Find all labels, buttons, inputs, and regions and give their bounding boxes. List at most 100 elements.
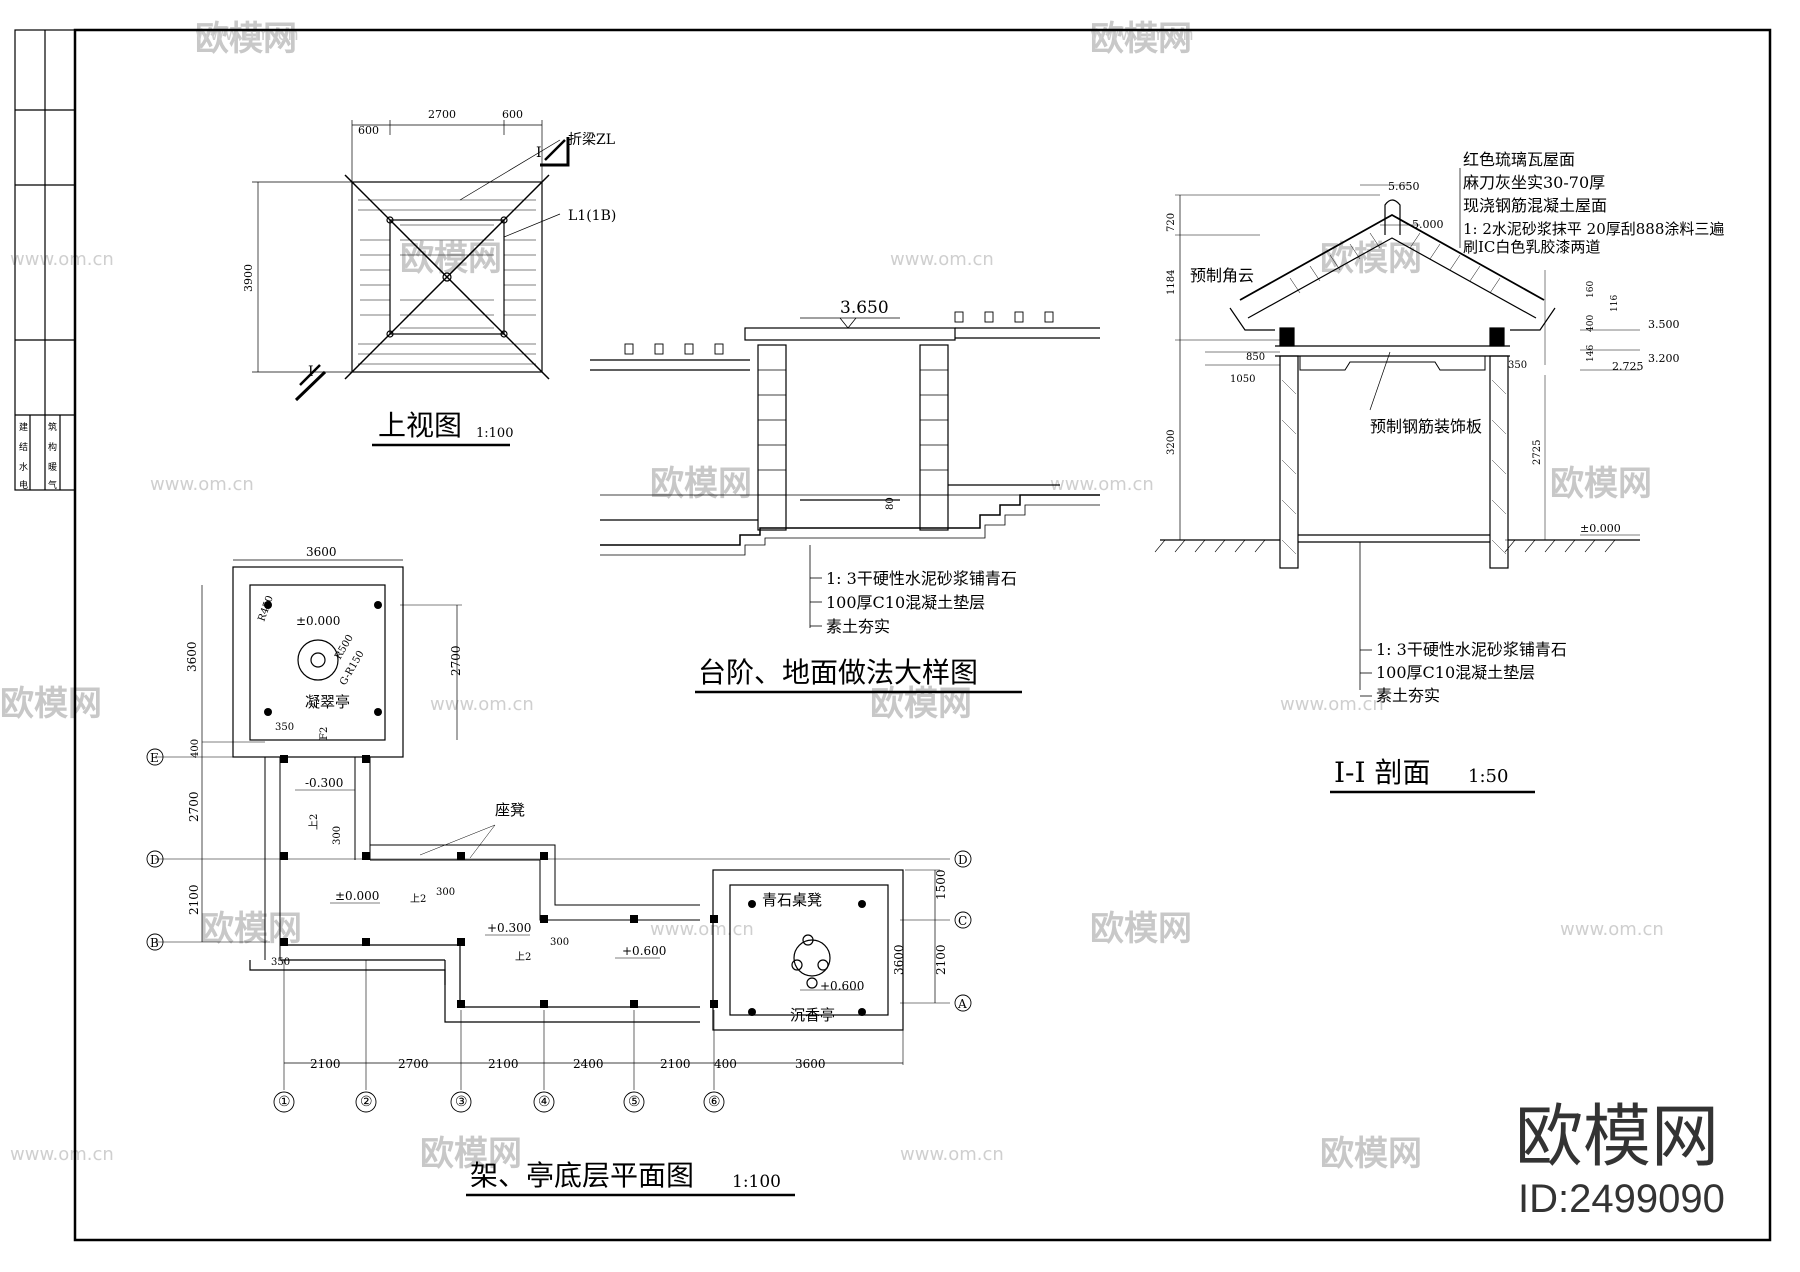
elev-label: ±0.000 <box>1580 522 1621 535</box>
step-detail: 3.650 80 1: 3干硬性水泥砂浆铺青石 100厚C10混凝土垫层 素土夯… <box>590 298 1100 694</box>
table-label: 青石桌凳 <box>762 891 822 909</box>
watermark-url: www.om.cn <box>650 919 754 940</box>
top-view: 600 2700 600 3900 折梁ZL L1(1B) I I 上视图 1:… <box>242 108 616 447</box>
watermark-url: www.om.cn <box>430 694 534 715</box>
tb-text: 筑 <box>48 421 57 433</box>
watermark-url: www.om.cn <box>1090 24 1194 45</box>
small-label: 上2 <box>308 814 320 830</box>
layer-note: 100厚C10混凝土垫层 <box>1376 663 1535 682</box>
axis-label: ① <box>278 1094 291 1110</box>
dim-label: 80 <box>885 497 896 510</box>
watermark-url: www.om.cn <box>1560 919 1664 940</box>
dim-label: 3600 <box>795 1057 826 1071</box>
small-label: F2 <box>319 727 330 740</box>
dim-label: 116 <box>1610 295 1620 312</box>
dim-label: 2100 <box>660 1057 691 1071</box>
axis-label: E <box>150 751 159 765</box>
elev-label: 3.650 <box>840 298 889 318</box>
section-scale: 1:50 <box>1468 766 1508 787</box>
radius-label: R450 <box>256 594 275 623</box>
roof-note: 1: 2水泥砂浆抹平 20厚刮888涂料三遍 <box>1463 220 1724 238</box>
axis-label: C <box>958 914 967 928</box>
small-label: 300 <box>550 937 569 948</box>
tb-text: 水 <box>19 461 28 473</box>
watermark-url: www.om.cn <box>10 249 114 270</box>
watermark-url: www.om.cn <box>1050 474 1154 495</box>
watermark-url: www.om.cn <box>150 474 254 495</box>
elev-label: 5.000 <box>1412 218 1444 231</box>
layer-note: 1: 3干硬性水泥砂浆铺青石 <box>826 569 1017 588</box>
dim-label: 2100 <box>488 1057 519 1071</box>
dim-label: 2400 <box>573 1057 604 1071</box>
roof-note: 麻刀灰坐实30-70厚 <box>1463 173 1605 192</box>
step-detail-title: 台阶、地面做法大样图 <box>698 656 978 689</box>
axis-label: ⑥ <box>708 1094 721 1110</box>
watermark-text: 欧模网 <box>420 1134 522 1174</box>
dim-label: 3200 <box>1166 430 1177 455</box>
section-mark: I <box>308 364 314 380</box>
beam-label: 折梁ZL <box>568 132 615 148</box>
small-label: 350 <box>275 722 294 733</box>
watermark-text: 欧模网 <box>0 684 102 724</box>
dim-label: 3900 <box>242 264 255 292</box>
watermark-url: www.om.cn <box>195 24 299 45</box>
elev-label: 5.650 <box>1388 180 1420 193</box>
small-label: 300 <box>332 826 343 845</box>
dim-label: 400 <box>1586 315 1596 332</box>
bench-label: 座凳 <box>495 801 525 819</box>
small-label: 300 <box>436 887 455 898</box>
watermark-text: 欧模网 <box>1090 909 1192 949</box>
sheet-border <box>73 28 1772 1242</box>
tb-text: 气 <box>48 479 57 491</box>
axis-label: D <box>958 853 968 867</box>
brand-id: ID:2499090 <box>1518 1177 1725 1221</box>
tb-text: 暖 <box>48 461 57 473</box>
watermark-text: 欧模网 <box>1320 239 1422 279</box>
small-label: 350 <box>271 957 290 968</box>
watermark-url: www.om.cn <box>890 249 994 270</box>
corner-label: 预制角云 <box>1190 266 1254 285</box>
plan-view: 3600 3600 2700 ±0.000 R500 G-R150 R450 凝… <box>146 545 972 1197</box>
section-view: 红色琉璃瓦屋面 麻刀灰坐实30-70厚 现浇钢筋混凝土屋面 1: 2水泥砂浆抹平… <box>1154 150 1724 794</box>
elev-label: -0.300 <box>305 776 343 790</box>
roof-note: 现浇钢筋混凝土屋面 <box>1463 196 1607 215</box>
dim-label: 2100 <box>187 884 201 915</box>
watermark-text: 欧模网 <box>650 464 752 504</box>
dim-label: 1500 <box>934 869 948 900</box>
watermark-text: 欧模网 <box>1090 19 1192 59</box>
watermark-url: www.om.cn <box>10 1144 114 1165</box>
dim-label: 850 <box>1246 352 1265 363</box>
layer-note: 100厚C10混凝土垫层 <box>826 593 985 612</box>
axis-label: A <box>957 997 967 1011</box>
small-label: 上2 <box>515 951 531 963</box>
watermark-url: www.om.cn <box>1280 694 1384 715</box>
tb-text: 结 <box>19 441 28 453</box>
dim-label: 2100 <box>934 944 948 975</box>
roof-note: 红色琉璃瓦屋面 <box>1463 150 1575 169</box>
brand-block: 欧模网 ID:2499090 <box>1515 1099 1725 1221</box>
elev-label: 3.200 <box>1648 352 1680 365</box>
watermark-url: www.om.cn <box>900 1144 1004 1165</box>
axis-label: D <box>150 853 160 867</box>
tb-text: 建 <box>19 421 28 433</box>
dim-label: 3600 <box>185 641 199 672</box>
dim-label: 2100 <box>310 1057 341 1071</box>
dim-label: 350 <box>1508 360 1527 371</box>
section-title: I-I 剖面 <box>1334 756 1430 789</box>
top-view-scale: 1:100 <box>476 426 513 441</box>
layer-note: 1: 3干硬性水泥砂浆铺青石 <box>1376 640 1567 659</box>
dim-label: 3600 <box>892 944 906 975</box>
brand-name: 欧模网 <box>1515 1099 1719 1175</box>
dim-label: 3600 <box>306 545 337 559</box>
dim-label: 1184 <box>1166 270 1177 295</box>
tb-text: 电 <box>19 479 28 491</box>
elev-label: ±0.000 <box>296 614 340 628</box>
dim-label: 600 <box>502 108 523 121</box>
dim-label: 2700 <box>428 108 456 121</box>
dim-label: 1050 <box>1230 374 1255 385</box>
elev-label: +0.600 <box>820 979 864 993</box>
roof-note: 刷IC白色乳胶漆两道 <box>1463 238 1600 256</box>
dim-label: 160 <box>1586 281 1596 298</box>
title-block: 建 结 水 电 筑 构 暖 气 <box>14 29 76 491</box>
